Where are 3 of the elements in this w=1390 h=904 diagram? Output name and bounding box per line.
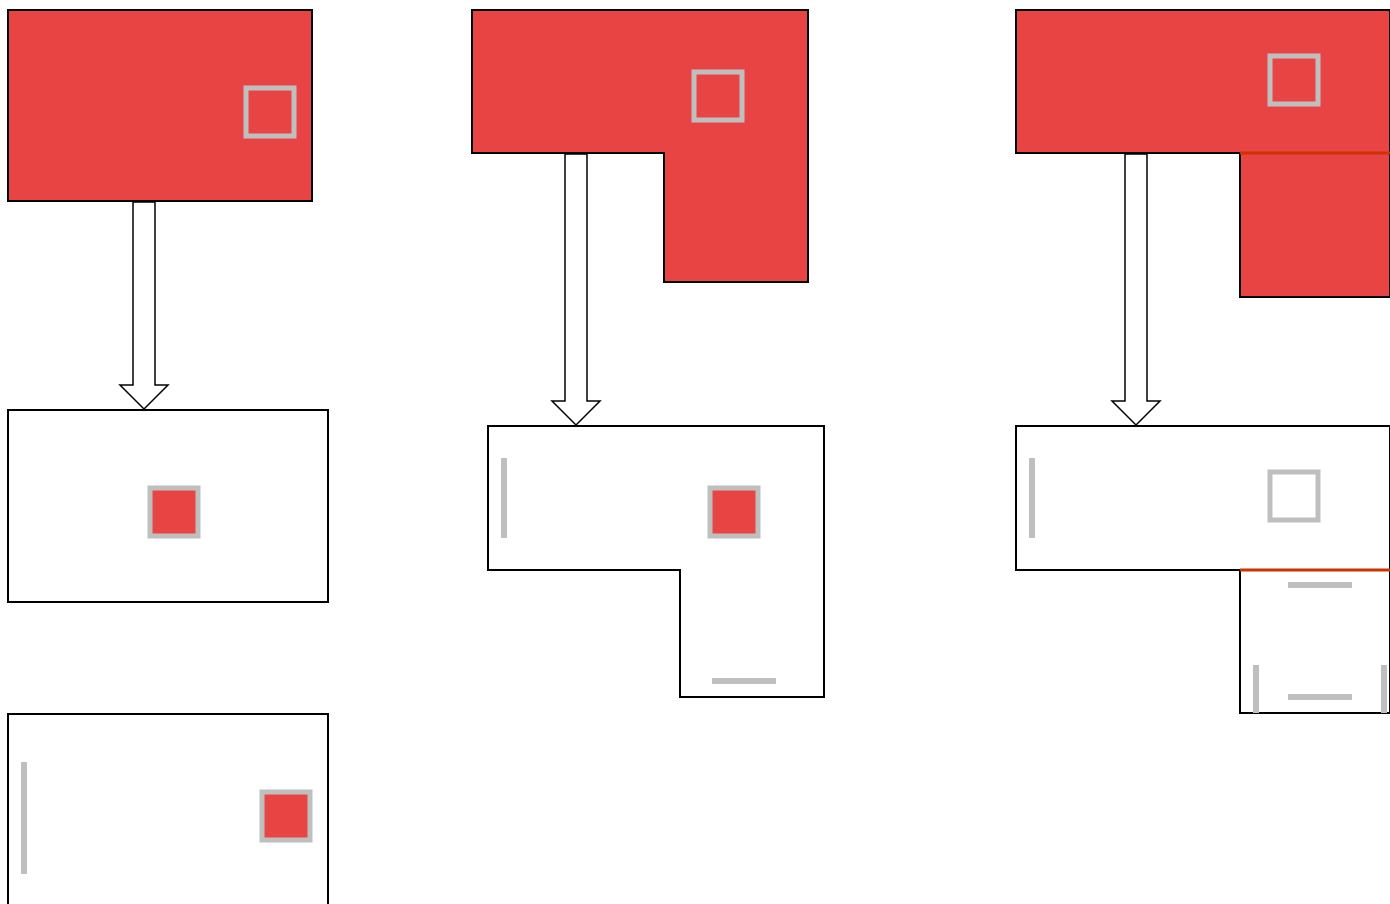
- block-arrow: [118, 201, 170, 411]
- block-arrow: [1110, 153, 1162, 427]
- block-arrow: [550, 153, 602, 427]
